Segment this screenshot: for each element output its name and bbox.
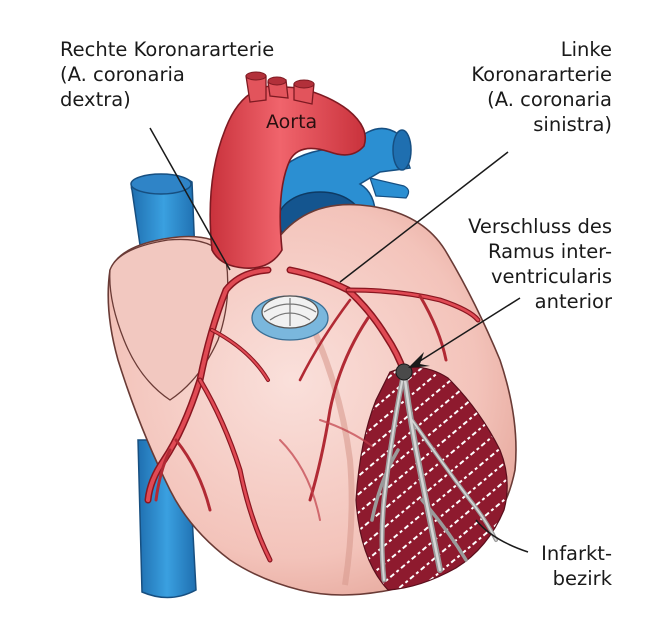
label-right-coronary-artery: Rechte Koronararterie (A. coronaria dext… xyxy=(60,37,274,112)
aortic-valve xyxy=(252,296,328,340)
label-infarct-area: Infarkt- bezirk xyxy=(541,541,612,591)
label-aorta: Aorta xyxy=(266,110,317,135)
label-occlusion: Verschluss des Ramus inter- ventriculari… xyxy=(468,214,612,314)
label-left-coronary-artery: Linke Koronararterie (A. coronaria sinis… xyxy=(471,37,612,137)
